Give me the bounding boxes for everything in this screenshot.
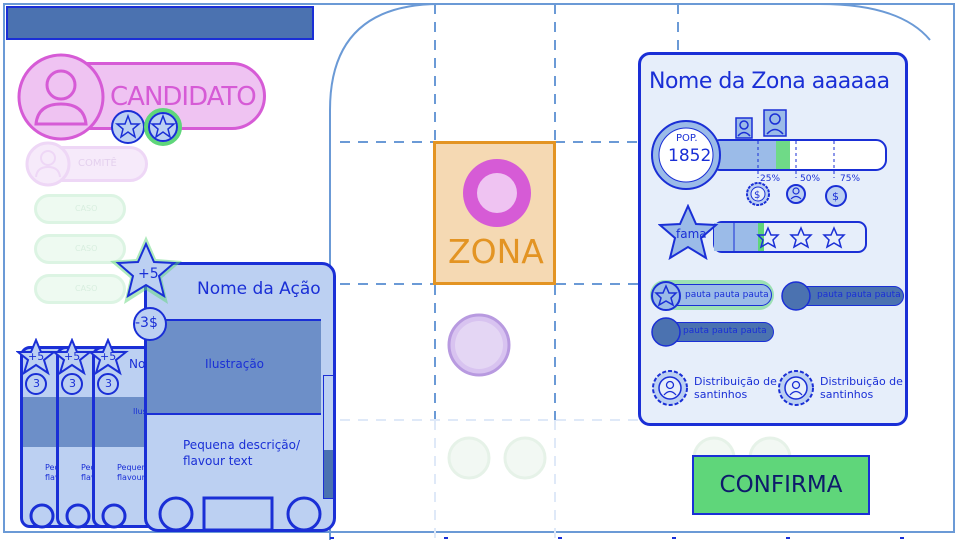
fame-star-icon (658, 204, 719, 261)
threshold-75: 75% (840, 174, 861, 184)
candidate-label: CANDIDATO (110, 82, 257, 112)
confirm-button[interactable]: CONFIRMA (692, 455, 870, 515)
star-icon (149, 113, 177, 139)
zone-tile[interactable]: ZONA (433, 141, 556, 285)
hand-card-desc: Pequ flav (45, 463, 65, 482)
zone-marker-icon (463, 159, 531, 227)
star-icon (822, 226, 846, 249)
action-card[interactable]: Nome da Ação Ilustração Pequena descriçã… (144, 262, 336, 532)
population-bar: $ $ (651, 109, 887, 207)
pauta-item[interactable]: pauta pauta pauta (782, 286, 904, 306)
avatar-icon (17, 53, 105, 141)
case-label: CASO (75, 284, 98, 293)
pauta-label: pauta pauta pauta (817, 290, 901, 300)
illustration-label: Ilustração (205, 357, 265, 371)
action-card-description: Pequena descrição/ flavour text (183, 438, 301, 468)
committee-avatar-icon (25, 141, 71, 187)
hand-card-star-value: +5 (28, 350, 45, 363)
star-icon (87, 338, 129, 395)
action-card-star-icon (110, 236, 182, 304)
action-card-footer (158, 496, 322, 532)
distribution-label: santinhos (820, 388, 874, 401)
distribution-label: santinhos (694, 388, 748, 401)
action-card-star-value: +5 (138, 266, 159, 282)
action-card-side-meter (323, 375, 333, 499)
hand-card-cost: 3 (69, 377, 76, 390)
dollar-coin-icon: $ (825, 185, 847, 207)
pauta-circle-icon (651, 317, 681, 347)
hand-card-cost: 3 (105, 377, 112, 390)
voter-icon (763, 109, 787, 137)
pauta-star-icon (651, 281, 681, 311)
candidate-stars (111, 108, 182, 146)
action-card-cost: -3$ (135, 315, 158, 331)
pauta-label: pauta pauta pauta (685, 290, 769, 300)
confirm-label: CONFIRMA (719, 472, 843, 498)
hand-card-desc: Pequena flavour (117, 463, 152, 482)
hand-card-star-value: +5 (64, 350, 81, 363)
case-label: CASO (75, 204, 98, 213)
threshold-25: 25% (760, 174, 781, 184)
committee-label: COMITÊ (78, 158, 117, 169)
distribution-label: Distribuição de (694, 375, 777, 388)
svg-text:$: $ (832, 190, 839, 203)
zone-panel-title: Nome da Zona aaaaaa (649, 69, 890, 94)
distribution-action[interactable]: Distribuição de santinhos (820, 375, 903, 401)
star-icon (51, 338, 93, 395)
action-card-cost-badge (133, 307, 167, 341)
case-item[interactable]: CASO (34, 234, 126, 264)
hand-card-badges (16, 338, 129, 395)
pop-value: 1852 (668, 146, 712, 166)
fame-label: fama (676, 227, 707, 241)
star-icon (789, 226, 813, 249)
hand-card-desc: Pequ flav (81, 463, 101, 482)
distribution-gear-icon (652, 370, 688, 406)
pauta-circle-icon (781, 281, 811, 311)
hand-card-footer (29, 503, 127, 529)
action-card-illustration: Ilustração (147, 319, 321, 415)
distribution-label: Distribuição de (820, 375, 903, 388)
hand-card-title: No (129, 357, 146, 371)
zone-label: ZONA (448, 232, 544, 271)
svg-text:$: $ (754, 190, 760, 201)
star-icon (16, 338, 57, 395)
coin-gear-icon: $ (746, 182, 770, 206)
star-icon (756, 226, 780, 249)
hand-card-cost: 3 (33, 377, 40, 390)
pop-label: POP. (676, 133, 698, 144)
person-coin-icon (786, 184, 806, 204)
distribution-gear-icon (778, 370, 814, 406)
hand-card-illus: Ilus (133, 407, 147, 416)
threshold-50: 50% (800, 174, 821, 184)
hand-card-star-value: +5 (100, 350, 117, 363)
star-icon (114, 113, 142, 139)
pauta-item[interactable]: pauta pauta pauta (652, 284, 772, 306)
player-token-icon[interactable] (446, 312, 512, 378)
voter-icon (735, 117, 753, 139)
faded-tokens (447, 436, 547, 480)
case-item[interactable]: CASO (34, 194, 126, 224)
fame-bar (658, 204, 867, 261)
action-card-title: Nome da Ação (197, 279, 321, 299)
case-item[interactable]: CASO (34, 274, 126, 304)
distribution-action[interactable]: Distribuição de santinhos (694, 375, 777, 401)
case-label: CASO (75, 244, 98, 253)
top-bar (6, 6, 314, 40)
pauta-label: pauta pauta pauta (683, 326, 767, 336)
